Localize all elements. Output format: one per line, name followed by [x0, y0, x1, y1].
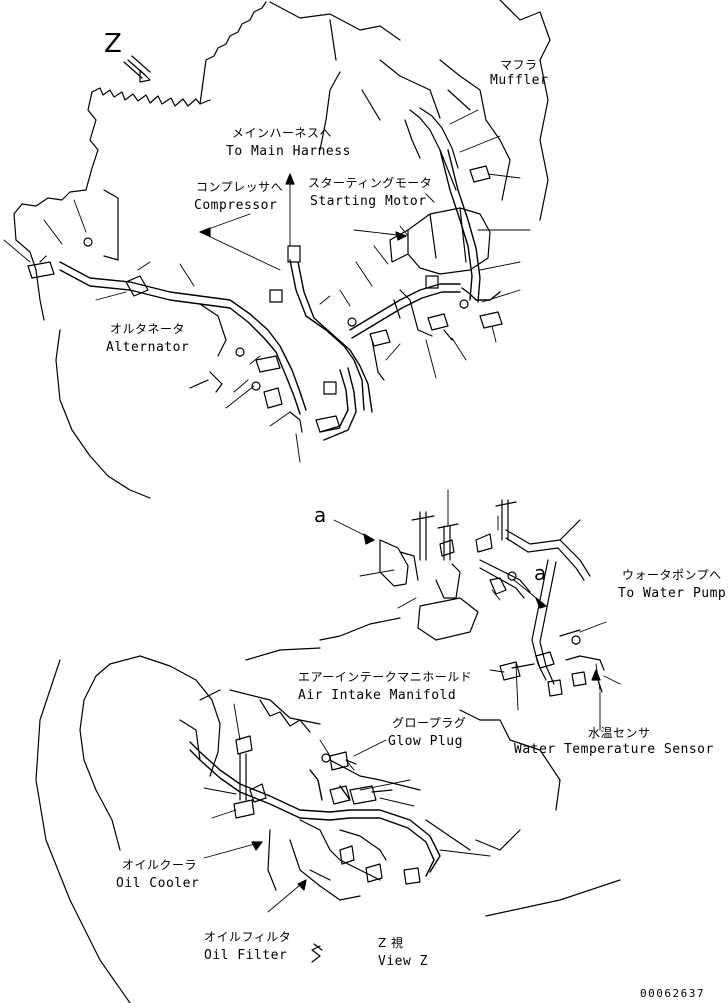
- engine-block-outline-lower: [35, 617, 621, 1003]
- glow-plug-label-en: Glow Plug: [388, 734, 463, 749]
- starting-motor-arrow: [395, 231, 407, 241]
- detail-marker-a: a: [314, 503, 327, 527]
- main-harness-label-en: To Main Harness: [226, 144, 351, 159]
- upper-leader-lines: [3, 109, 531, 463]
- view-z-arrow: [123, 55, 151, 83]
- harness-upper: [59, 149, 501, 441]
- muffler-label-jp: マフラ: [500, 58, 538, 72]
- view-z-label-jp: Z 視: [378, 936, 404, 950]
- water-pump-label-en: To Water Pump: [618, 586, 727, 601]
- compressor-arrow: [199, 227, 211, 237]
- muffler-label-en: Muffler: [490, 73, 549, 88]
- upper-fasteners: [27, 165, 503, 433]
- water-temp-arrow: [591, 669, 601, 681]
- water-pump-label-jp: ウォータポンプへ: [622, 568, 722, 582]
- water-temp-label-en: Water Temperature Sensor: [514, 742, 714, 757]
- view-z-label-en: View Z: [378, 954, 428, 969]
- detail-marker-a-2: a: [534, 561, 547, 585]
- starting-motor-label-jp: スターティングモータ: [308, 176, 433, 190]
- compressor-label-en: Compressor: [194, 198, 278, 213]
- alternator-label-en: Alternator: [106, 340, 190, 355]
- detail-a-arrow: [363, 533, 375, 545]
- oil-cooler-label-jp: オイルクーラ: [122, 858, 198, 872]
- oil-filter-arrow: [297, 879, 307, 891]
- oil-filter-label-en: Oil Filter: [204, 948, 288, 963]
- muffler-shape: [404, 89, 471, 191]
- starting-motor-shape: [389, 207, 491, 275]
- glow-plug-label-jp: グロープラグ: [392, 716, 467, 730]
- air-intake-label-jp: エアーインテークマニホールド: [298, 670, 473, 684]
- starting-motor-label-en: Starting Motor: [310, 194, 427, 209]
- lower-fasteners: [233, 735, 421, 963]
- view-marker-z: Z: [104, 29, 123, 59]
- water-temp-label-jp: 水温センサ: [588, 726, 651, 740]
- oil-cooler-arrow: [251, 841, 263, 851]
- engine-block-outline-upper: [13, 0, 551, 499]
- harness-lower: [189, 741, 441, 877]
- drawing-code: 00062637: [640, 987, 705, 1000]
- oil-cooler-label-en: Oil Cooler: [116, 876, 200, 891]
- compressor-label-jp: コンプレッサへ: [196, 180, 284, 194]
- detail-a-assembly: [379, 499, 605, 697]
- main-harness-label-jp: メインハーネスへ: [232, 126, 333, 140]
- oil-filter-label-jp: オイルフィルタ: [204, 930, 292, 944]
- alternator-label-jp: オルタネータ: [110, 322, 186, 336]
- detail-a-arrow-2: [535, 597, 547, 609]
- main-harness-arrow: [285, 173, 295, 185]
- air-intake-label-en: Air Intake Manifold: [298, 688, 457, 703]
